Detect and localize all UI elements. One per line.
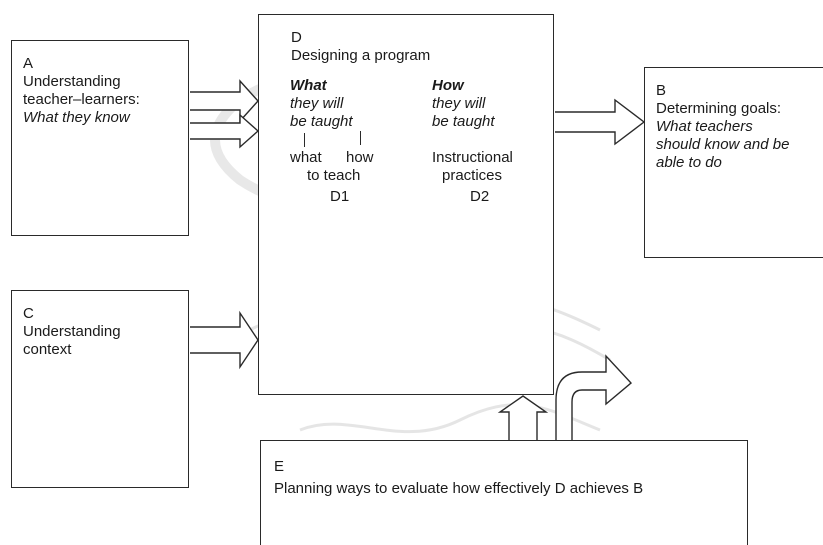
d-right-sub-line1: Instructional xyxy=(432,149,513,166)
box-b-text: B Determining goals: What teachers shoul… xyxy=(656,82,789,172)
d-left-code: D1 xyxy=(330,188,350,205)
arrow-d-to-b xyxy=(555,98,646,146)
box-e-text: E Planning ways to evaluate how effectiv… xyxy=(274,458,643,498)
box-b-determining-goals xyxy=(644,67,823,258)
box-c-letter: C xyxy=(23,305,34,322)
d-left-heading: What xyxy=(290,77,327,94)
box-d-left-column: What they will be taught what how to tea… xyxy=(290,77,390,206)
arrow-a-to-d-lower xyxy=(190,113,260,149)
box-a-text: A Understanding teacher–learners: What t… xyxy=(23,55,140,127)
box-d-right-column: How they will be taught Instructional pr… xyxy=(432,77,542,206)
arrow-e-to-b-curved xyxy=(555,354,633,440)
d-left-line2: be taught xyxy=(290,113,353,130)
d-right-line2: be taught xyxy=(432,113,495,130)
box-e-planning-evaluation xyxy=(260,440,748,545)
box-b-letter: B xyxy=(656,82,667,99)
box-a-understanding-teacher-learners xyxy=(11,40,189,236)
d-right-code: D2 xyxy=(470,188,490,205)
box-d-header: D Designing a program xyxy=(291,29,430,65)
box-a-line1: Understanding xyxy=(23,73,121,90)
tick-mark-right xyxy=(360,131,362,145)
arrow-e-to-d xyxy=(497,395,549,440)
box-c-line1: Understanding xyxy=(23,323,121,340)
d-left-sub-right: how xyxy=(346,149,374,166)
d-right-sub-line2: practices xyxy=(442,167,503,184)
tick-mark-left xyxy=(304,133,306,147)
d-left-line1: they will xyxy=(290,95,344,112)
d-left-tick-marks xyxy=(290,131,390,149)
box-a-line3: What they know xyxy=(23,109,130,126)
box-a-line2: teacher–learners: xyxy=(23,91,140,108)
box-d-letter: D xyxy=(291,29,302,46)
box-c-understanding-context xyxy=(11,290,189,488)
arrow-c-to-d xyxy=(190,310,259,370)
box-b-line3: should know and be xyxy=(656,136,790,153)
box-d-title: Designing a program xyxy=(291,47,431,64)
d-right-heading: How xyxy=(432,77,464,94)
box-c-text: C Understanding context xyxy=(23,305,121,359)
box-b-line2: What teachers xyxy=(656,118,753,135)
box-a-letter: A xyxy=(23,55,34,72)
d-left-sub-row: what how xyxy=(290,149,390,167)
box-e-line1: Planning ways to evaluate how effectivel… xyxy=(274,480,644,497)
arrow-a-to-d-upper xyxy=(190,79,259,123)
d-right-spacer xyxy=(432,131,542,149)
box-b-line4: able to do xyxy=(656,154,722,171)
box-d-designing-program xyxy=(258,14,554,395)
d-right-line1: they will xyxy=(432,95,486,112)
box-b-line1: Determining goals: xyxy=(656,100,782,117)
box-e-letter: E xyxy=(274,458,285,475)
box-c-line2: context xyxy=(23,341,72,358)
d-left-sub-left: what xyxy=(290,149,322,166)
d-left-sub-line2: to teach xyxy=(307,167,361,184)
